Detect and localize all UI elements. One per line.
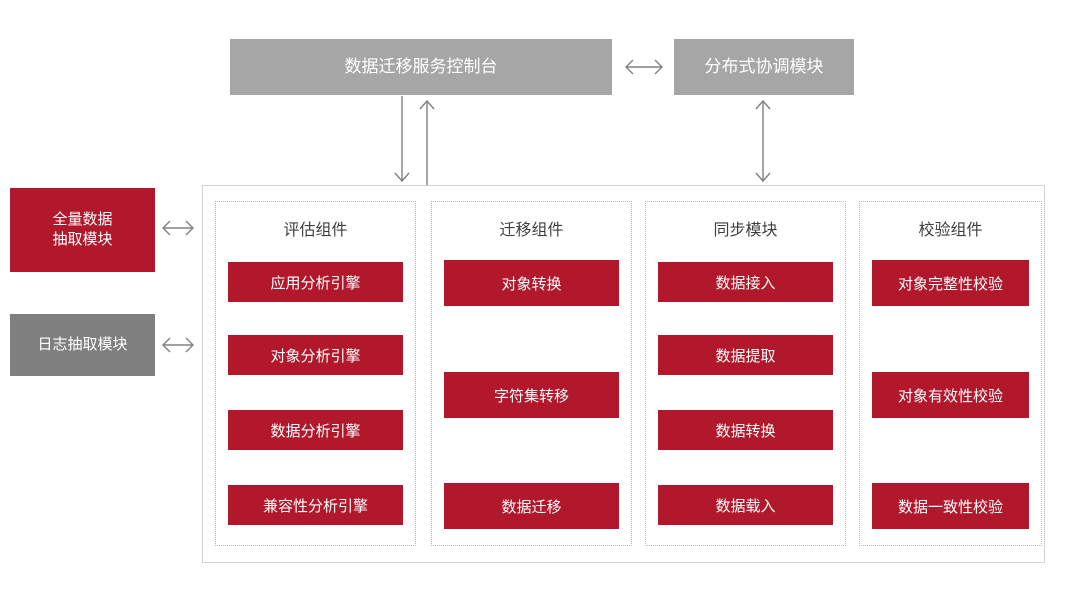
- console-panel-up-arrow: [417, 96, 437, 186]
- full-extract-panel-connector: [158, 213, 198, 243]
- console-panel-down-arrow: [392, 96, 412, 186]
- column-assessment: 评估组件 应用分析引擎 对象分析引擎 数据分析引擎 兼容性分析引擎: [215, 201, 416, 546]
- column-title-sync: 同步模块: [713, 222, 778, 239]
- console-coordinator-connector: [620, 52, 668, 82]
- full-data-extraction-module[interactable]: 全量数据 抽取模块: [10, 188, 155, 272]
- column-title-verification: 校验组件: [918, 222, 983, 239]
- item-assessment-0[interactable]: 应用分析引擎: [228, 262, 403, 302]
- column-sync: 同步模块 数据接入 数据提取 数据转换 数据载入: [645, 201, 846, 546]
- item-migration-2[interactable]: 数据迁移: [444, 483, 619, 529]
- item-assessment-1[interactable]: 对象分析引擎: [228, 335, 403, 375]
- item-sync-3[interactable]: 数据载入: [658, 485, 833, 525]
- full-extract-line2: 抽取模块: [52, 231, 113, 248]
- full-extract-line1: 全量数据: [52, 210, 113, 228]
- coordinator-panel-arrow: [753, 96, 773, 186]
- coordinator-box[interactable]: 分布式协调模块: [674, 39, 854, 95]
- item-verification-0[interactable]: 对象完整性校验: [872, 260, 1029, 306]
- item-migration-0[interactable]: 对象转换: [444, 260, 619, 306]
- log-extract-panel-connector: [158, 330, 198, 360]
- column-title-migration: 迁移组件: [499, 222, 564, 239]
- item-sync-0[interactable]: 数据接入: [658, 262, 833, 302]
- item-assessment-2[interactable]: 数据分析引擎: [228, 410, 403, 450]
- column-verification: 校验组件 对象完整性校验 对象有效性校验 数据一致性校验: [859, 201, 1042, 546]
- item-sync-2[interactable]: 数据转换: [658, 410, 833, 450]
- item-verification-2[interactable]: 数据一致性校验: [872, 483, 1029, 529]
- migration-platform-panel: 评估组件 应用分析引擎 对象分析引擎 数据分析引擎 兼容性分析引擎 迁移组件 对…: [202, 185, 1045, 563]
- item-migration-1[interactable]: 字符集转移: [444, 372, 619, 418]
- item-verification-1[interactable]: 对象有效性校验: [872, 372, 1029, 418]
- item-sync-1[interactable]: 数据提取: [658, 335, 833, 375]
- item-assessment-3[interactable]: 兼容性分析引擎: [228, 485, 403, 525]
- column-migration: 迁移组件 对象转换 字符集转移 数据迁移: [431, 201, 632, 546]
- log-extraction-module[interactable]: 日志抽取模块: [10, 314, 155, 376]
- column-title-assessment: 评估组件: [283, 222, 348, 239]
- console-box[interactable]: 数据迁移服务控制台: [230, 39, 612, 95]
